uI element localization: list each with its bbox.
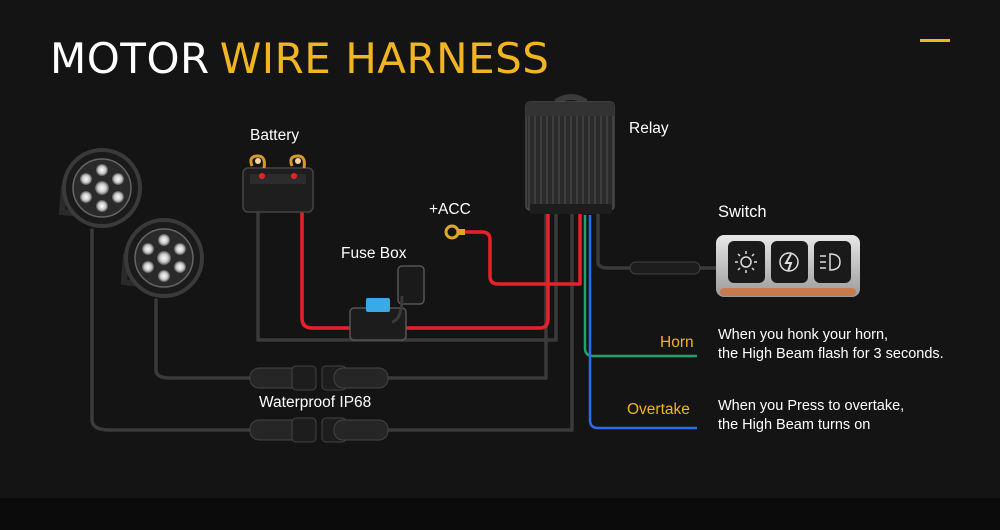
fuse-box-icon [349,265,425,341]
waterproof-connector-bottom-icon [249,417,389,443]
headlight-lamp-2-icon [120,218,204,298]
relay-icon [525,94,615,214]
horn-description: When you honk your horn, the High Beam f… [718,326,944,364]
green-wire [583,215,697,358]
relay-label: Relay [629,120,669,137]
waterproof-connector-top-icon [249,365,389,391]
headlight-icon [820,253,841,271]
switch-label: Switch [718,203,767,221]
wiring-diagram [58,94,860,443]
sun-icon [735,251,757,273]
title-part-wire-harness: WIRE HARNESS [219,34,550,83]
battery-label: Battery [250,127,300,144]
horn-label: Horn [660,334,694,351]
horn-description-line-1: When you honk your horn, [718,327,889,343]
blue-wire [588,215,697,430]
red-wires [300,203,582,330]
overtake-label: Overtake [627,401,690,418]
waterproof-label: Waterproof IP68 [259,394,372,411]
acc-label: +ACC [429,201,471,218]
switch-icon [629,235,860,297]
headlight-lamp-1-icon [58,148,142,228]
overtake-description: When you Press to overtake, the High Bea… [718,397,904,435]
battery-icon [242,154,314,213]
flash-icon [779,252,799,272]
black-wires [90,208,728,432]
overtake-description-line-1: When you Press to overtake, [718,398,905,414]
horn-description-line-2: the High Beam flash for 3 seconds. [718,346,944,362]
overtake-description-line-2: the High Beam turns on [718,417,871,433]
acc-ring-terminal-icon [444,224,465,240]
accent-bar [920,39,950,42]
title-part-motor: MOTOR [50,34,210,83]
fuse-box-label: Fuse Box [341,245,407,262]
